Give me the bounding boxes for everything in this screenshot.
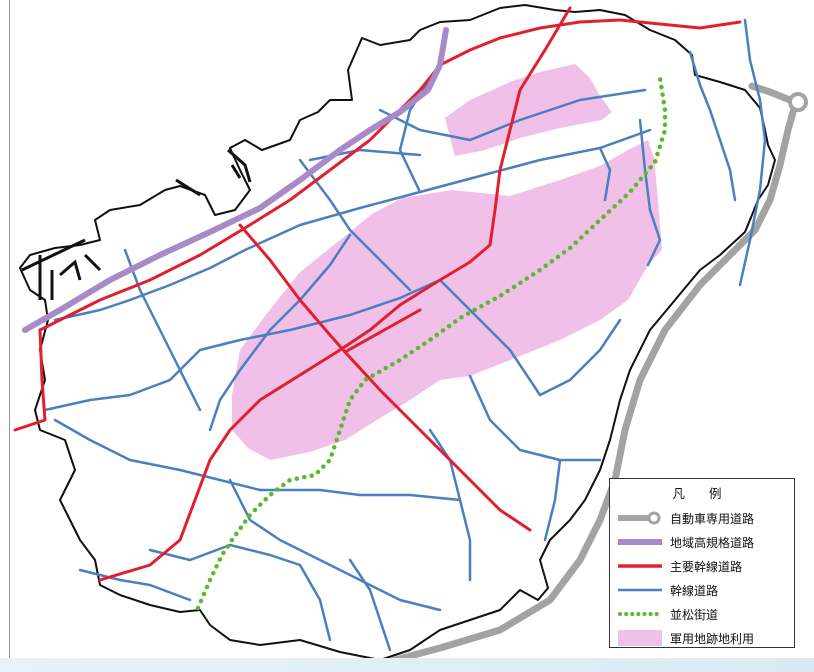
regional-highway-road (22, 27, 449, 333)
legend-label-pine-avenue: 並松街道 (670, 607, 719, 622)
major-trunk-roads (13, 6, 742, 582)
legend-item-former-military-land: 軍用地跡地利用 (610, 626, 794, 650)
legend-label-expressway: 自動車専用道路 (670, 511, 755, 526)
bottom-strip (0, 658, 814, 672)
legend-item-major-trunk-road: 主要幹線道路 (610, 554, 794, 578)
former-military-land-area-main (232, 140, 662, 460)
legend-symbol-major-trunk-road (610, 554, 670, 578)
legend-symbol-former-military-land (610, 626, 670, 650)
legend-item-trunk-road: 幹線道路 (610, 578, 794, 602)
legend-label-trunk-road: 幹線道路 (670, 583, 719, 598)
frame-left-line (9, 0, 10, 672)
legend-item-expressway: 自動車専用道路 (610, 506, 794, 530)
trunk-roads (43, 18, 767, 652)
legend-symbol-regional-highway (610, 530, 670, 554)
legend-item-pine-avenue: 並松街道 (610, 602, 794, 626)
map-legend: 凡 例 自動車専用道路 地域高規格道路 主要幹線道路 幹線道路 (609, 478, 795, 648)
expressway-interchange-marker (788, 92, 808, 112)
legend-item-regional-highway: 地域高規格道路 (610, 530, 794, 554)
legend-symbol-pine-avenue (610, 602, 670, 626)
city-boundary (19, 4, 776, 661)
harbour-piers (21, 148, 252, 300)
legend-symbol-expressway (610, 506, 670, 530)
legend-label-former-military-land: 軍用地跡地利用 (670, 631, 755, 646)
legend-symbol-trunk-road (610, 578, 670, 602)
legend-title: 凡 例 (672, 486, 732, 501)
legend-label-regional-highway: 地域高規格道路 (670, 535, 755, 550)
legend-label-major-trunk-road: 主要幹線道路 (670, 559, 743, 574)
